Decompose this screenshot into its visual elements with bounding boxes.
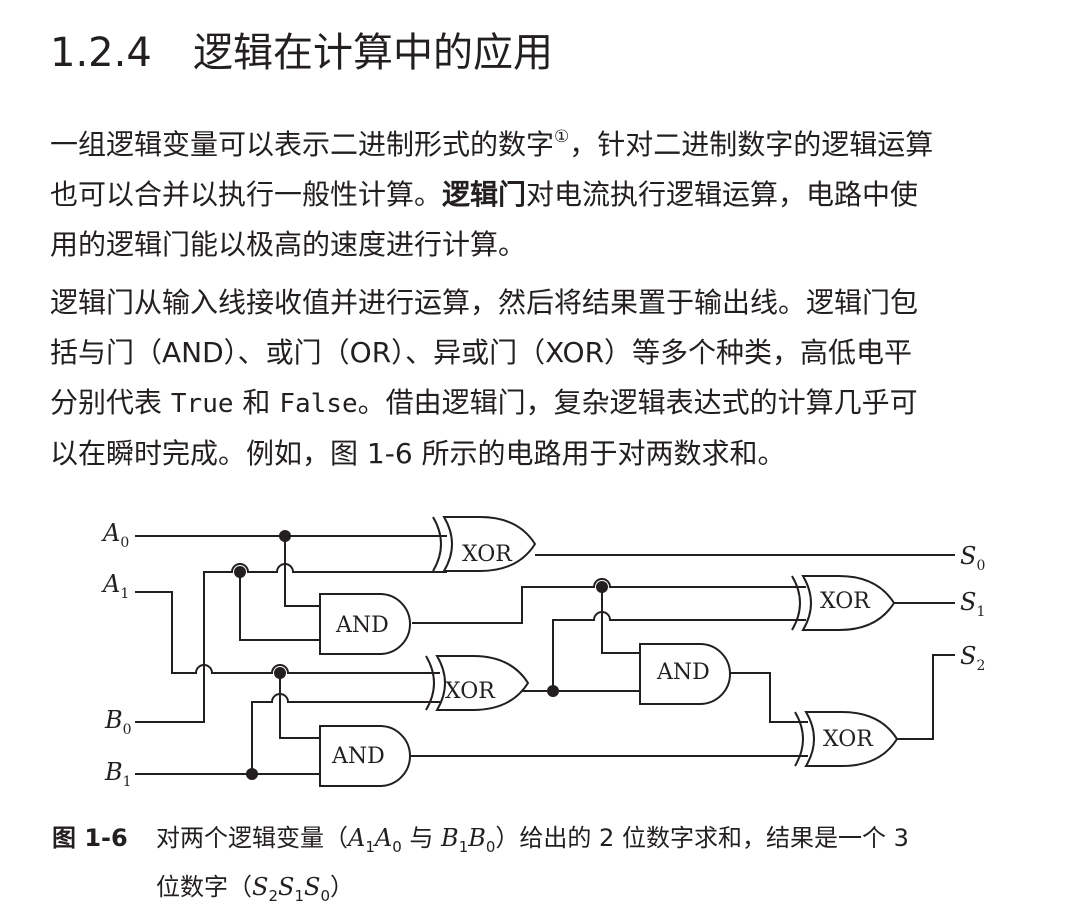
label-subscript: 2 bbox=[976, 658, 985, 674]
subscript: 2 bbox=[268, 886, 278, 905]
wire-xor2-branch bbox=[552, 611, 806, 691]
footnote-marker[interactable]: ① bbox=[554, 127, 570, 147]
input-label-a1: A1 bbox=[101, 570, 129, 602]
label-subscript: 1 bbox=[976, 604, 985, 620]
label-subscript: 1 bbox=[123, 774, 132, 790]
gate-label: AND bbox=[331, 744, 385, 769]
junction-dot bbox=[274, 667, 286, 679]
variable: A bbox=[348, 824, 366, 852]
input-label-b1: B1 bbox=[104, 758, 132, 790]
wire-b1-branch bbox=[251, 693, 440, 774]
output-label-s2: S2 bbox=[960, 642, 985, 674]
gate-label: XOR bbox=[820, 589, 871, 614]
output-label-s0: S0 bbox=[960, 542, 985, 574]
junction-dot bbox=[246, 768, 258, 780]
subscript: 1 bbox=[294, 886, 304, 905]
label-subscript: 1 bbox=[120, 586, 129, 602]
label-letter: S bbox=[960, 542, 976, 570]
label-letter: S bbox=[960, 588, 976, 616]
paragraph-2-line-4: 以在瞬时完成。例如，图 1-6 所示的电路用于对两数求和。 bbox=[50, 437, 786, 470]
junction-dot bbox=[596, 581, 608, 593]
text-span: 和 bbox=[233, 386, 280, 419]
paragraph-2-line-3: 分别代表 True 和 False。借由逻辑门，复杂逻辑表达式的计算几乎可 bbox=[50, 378, 1050, 429]
label-letter: A bbox=[101, 570, 120, 598]
text-span: 对两个逻辑变量（ bbox=[156, 824, 348, 852]
paragraph-1: 一组逻辑变量可以表示二进制形式的数字①，针对二进制数字的逻辑运算 也可以合并以执… bbox=[50, 112, 1050, 270]
variable: S bbox=[304, 872, 321, 901]
text-span: ，针对二进制数字的逻辑运算 bbox=[569, 128, 934, 161]
wire-s2 bbox=[896, 654, 955, 740]
text-span: 也可以合并以执行一般性计算。 bbox=[50, 178, 443, 211]
section-number: 1.2.4 bbox=[50, 30, 152, 76]
wire-a1 bbox=[135, 591, 440, 674]
subscript: 0 bbox=[485, 837, 496, 856]
text-span: ） bbox=[330, 872, 354, 901]
wire-and3-out bbox=[730, 672, 808, 723]
figure-number: 图 1-6 bbox=[52, 824, 128, 852]
section-title: 逻辑在计算中的应用 bbox=[193, 30, 553, 76]
wire-a0-branch bbox=[284, 536, 320, 607]
section-heading: 1.2.4 逻辑在计算中的应用 bbox=[50, 28, 553, 78]
subscript: 1 bbox=[365, 837, 375, 856]
wires bbox=[135, 535, 955, 775]
text-span: 分别代表 bbox=[50, 386, 171, 419]
wire-b0 bbox=[135, 563, 447, 723]
junction-dot bbox=[547, 685, 559, 697]
variable: S bbox=[252, 872, 269, 901]
variable: S bbox=[278, 872, 295, 901]
gate-label: AND bbox=[656, 660, 710, 685]
wire-carry-branch bbox=[601, 587, 640, 654]
paragraph-1-line-2: 也可以合并以执行一般性计算。逻辑门对电流执行逻辑运算，电路中使 bbox=[50, 170, 1050, 220]
input-label-b0: B0 bbox=[104, 706, 132, 738]
gate-label: XOR bbox=[462, 542, 513, 567]
code-false: False bbox=[279, 389, 358, 419]
paragraph-2-line-2: 括与门（AND）、或门（OR）、异或门（XOR）等多个种类，高低电平 bbox=[50, 336, 913, 369]
paragraph-1-line-1: 一组逻辑变量可以表示二进制形式的数字①，针对二进制数字的逻辑运算 bbox=[50, 112, 1050, 170]
text-span: 与 bbox=[401, 824, 442, 852]
text-span: 位数字（ bbox=[156, 872, 252, 901]
code-true: True bbox=[170, 389, 234, 419]
label-letter: B bbox=[104, 758, 123, 786]
subscript: 0 bbox=[320, 886, 330, 905]
label-letter: B bbox=[104, 706, 123, 734]
junction-dot bbox=[234, 566, 246, 578]
label-subscript: 0 bbox=[976, 558, 985, 574]
gate-labels: XOR AND XOR AND XOR AND XOR bbox=[331, 542, 874, 769]
input-label-a0: A0 bbox=[101, 519, 129, 551]
variable: A bbox=[374, 824, 393, 852]
label-letter: A bbox=[101, 519, 120, 547]
gate-label: XOR bbox=[823, 727, 874, 752]
subscript: 1 bbox=[458, 837, 469, 856]
text-span: 对电流执行逻辑运算，电路中使 bbox=[526, 178, 919, 211]
junction-dot bbox=[279, 530, 291, 542]
label-subscript: 0 bbox=[123, 722, 132, 738]
paragraph-2: 逻辑门从输入线接收值并进行运算，然后将结果置于输出线。逻辑门包 括与门（AND）… bbox=[50, 278, 1050, 479]
paragraph-2-line-1: 逻辑门从输入线接收值并进行运算，然后将结果置于输出线。逻辑门包 bbox=[50, 286, 919, 319]
variable: B bbox=[441, 824, 459, 852]
gate-label: AND bbox=[335, 613, 389, 638]
label-letter: S bbox=[960, 642, 976, 670]
subscript: 0 bbox=[392, 837, 402, 856]
text-span: 。借由逻辑门，复杂逻辑表达式的计算几乎可 bbox=[357, 386, 918, 419]
text-span: ）给出的 2 位数字求和，结果是一个 3 bbox=[495, 824, 909, 852]
caption-line-2: 位数字（S2S1S0） bbox=[52, 867, 909, 916]
gate-label: XOR bbox=[445, 679, 496, 704]
label-subscript: 0 bbox=[120, 535, 129, 551]
term-logic-gate: 逻辑门 bbox=[442, 178, 527, 211]
text-span: 一组逻辑变量可以表示二进制形式的数字 bbox=[50, 128, 555, 161]
output-label-s1: S1 bbox=[960, 588, 985, 620]
wire-a1-branch bbox=[279, 673, 320, 739]
variable: B bbox=[468, 824, 486, 852]
junction-dots bbox=[234, 530, 608, 780]
io-labels: A0 A1 B0 B1 S0 S1 S2 bbox=[101, 519, 985, 790]
logic-gates bbox=[318, 516, 899, 788]
paragraph-1-line-3: 用的逻辑门能以极高的速度进行计算。 bbox=[50, 228, 527, 261]
wire-b0-branch bbox=[239, 572, 320, 641]
wire-and1-out bbox=[412, 578, 806, 624]
